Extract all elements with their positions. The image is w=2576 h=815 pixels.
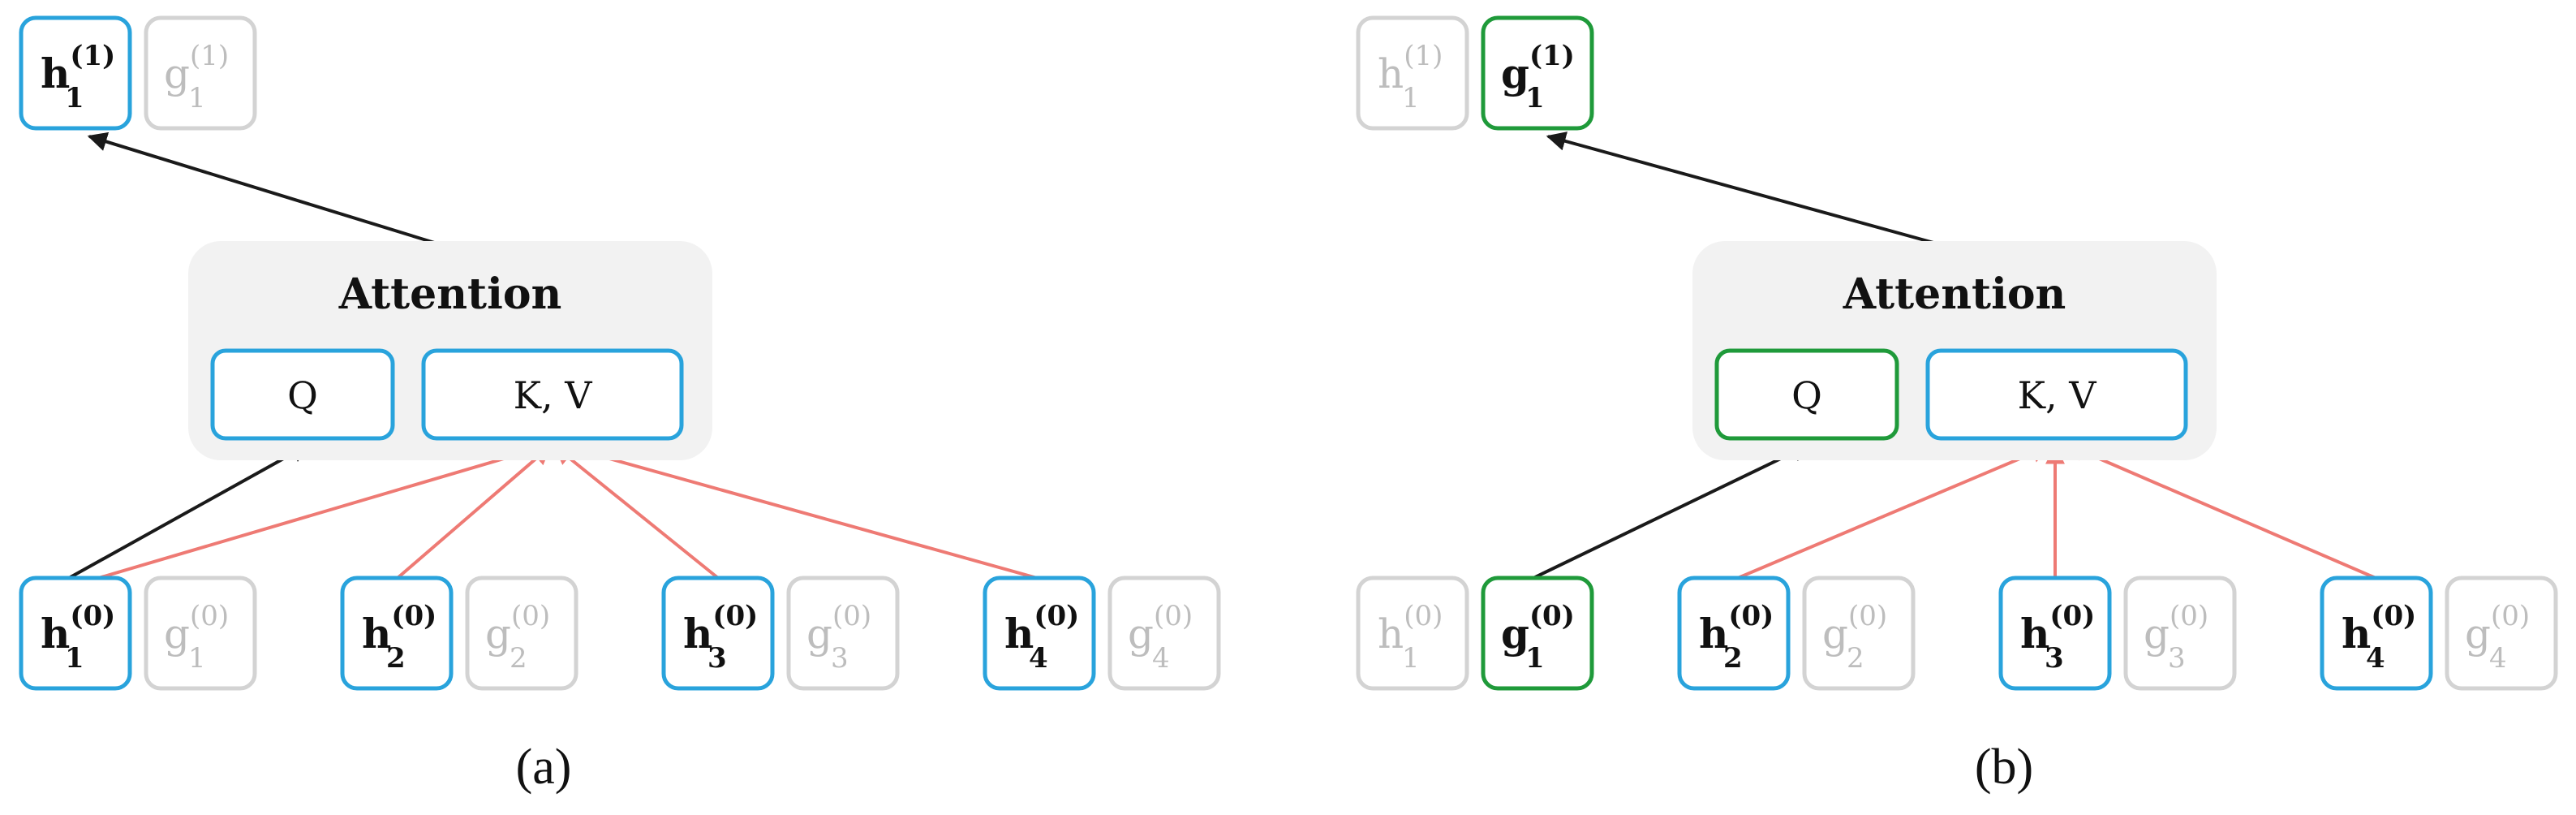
bottom-token-h2-layer0: h(0)2 xyxy=(340,576,454,691)
svg-text:g(0)3: g(0)3 xyxy=(806,600,871,675)
bottom-token-h1-layer0: h(0)1 xyxy=(19,576,132,691)
edge-h4-to-keyvalue-b xyxy=(2065,442,2376,580)
svg-text:h(0)3: h(0)3 xyxy=(683,600,758,675)
bottom-token-g2-layer0-b: g(0)2 xyxy=(1802,576,1916,691)
bottom-token-g3-layer0-b: g(0)3 xyxy=(2123,576,2237,691)
bottom-token-h3-layer0: h(0)3 xyxy=(661,576,775,691)
query-box-b xyxy=(1714,348,1899,441)
edge-h3-to-keyvalue xyxy=(553,445,720,580)
bottom-token-h3-layer0-b: h(0)3 xyxy=(1998,576,2112,691)
panel-label-a: (a) xyxy=(516,740,572,795)
svg-text:h(0)2: h(0)2 xyxy=(362,600,437,675)
svg-text:g(0)4: g(0)4 xyxy=(2465,600,2530,675)
bottom-token-g1-layer0-b: g(0)1 xyxy=(1481,576,1594,691)
svg-text:g(1)1: g(1)1 xyxy=(1501,40,1575,114)
query-box xyxy=(210,348,395,441)
edge-h4-to-keyvalue xyxy=(557,440,1038,580)
svg-text:g(0)3: g(0)3 xyxy=(2144,600,2208,675)
attention-title: Attention xyxy=(338,270,562,319)
attention-title-b: Attention xyxy=(1843,270,2066,319)
svg-text:h(1)1: h(1)1 xyxy=(1378,40,1443,114)
svg-text:g(0)1: g(0)1 xyxy=(164,600,229,675)
bottom-token-h4-layer0: h(0)4 xyxy=(983,576,1096,691)
edge-attention-to-g1-layer1 xyxy=(1546,132,1952,249)
svg-text:g(0)4: g(0)4 xyxy=(1128,600,1193,675)
bottom-token-g4-layer0: g(0)4 xyxy=(1107,576,1221,691)
svg-text:h(0)4: h(0)4 xyxy=(1004,600,1079,675)
panel-a: Attention Q K, V h(1)1 g(1)1 h(0)1 g(0)1… xyxy=(19,15,1221,795)
svg-text:h(0)1: h(0)1 xyxy=(1378,600,1443,675)
edge-h2-to-keyvalue xyxy=(396,445,552,580)
edge-h1-to-query xyxy=(68,443,311,580)
query-label-b: Q xyxy=(1791,373,1822,417)
key-value-label-b: K, V xyxy=(2018,373,2097,417)
edge-h2-to-keyvalue-b xyxy=(1737,444,2051,580)
key-value-label: K, V xyxy=(514,373,593,417)
top-token-h1-layer1-b: h(1)1 xyxy=(1356,15,1469,131)
svg-text:g(0)2: g(0)2 xyxy=(485,600,550,675)
bottom-token-h2-layer0-b: h(0)2 xyxy=(1677,576,1791,691)
bottom-token-g1-layer0: g(0)1 xyxy=(144,576,257,691)
key-value-box-b xyxy=(1925,348,2188,441)
bottom-token-h4-layer0-b: h(0)4 xyxy=(2320,576,2433,691)
bottom-token-g3-layer0: g(0)3 xyxy=(786,576,900,691)
svg-text:h(0)1: h(0)1 xyxy=(41,600,115,675)
svg-text:h(0)2: h(0)2 xyxy=(1699,600,1774,675)
key-value-box xyxy=(421,348,684,441)
edge-attention-to-h1-layer1 xyxy=(87,132,451,249)
edge-h1-to-keyvalue xyxy=(87,442,548,583)
top-token-g1-layer1-b: g(1)1 xyxy=(1481,15,1594,131)
top-token-g1-layer1: g(1)1 xyxy=(144,15,257,131)
top-token-h1-layer1: h(1)1 xyxy=(19,15,132,131)
svg-text:g(0)2: g(0)2 xyxy=(1822,600,1887,675)
edge-g1-to-query xyxy=(1533,443,1812,580)
bottom-token-h1-layer0-b: h(0)1 xyxy=(1356,576,1469,691)
query-label: Q xyxy=(287,373,318,417)
bottom-token-g4-layer0-b: g(0)4 xyxy=(2445,576,2558,691)
svg-text:h(1)1: h(1)1 xyxy=(41,40,115,114)
svg-text:h(0)4: h(0)4 xyxy=(2342,600,2416,675)
svg-text:g(0)1: g(0)1 xyxy=(1501,600,1575,675)
svg-text:h(0)3: h(0)3 xyxy=(2020,600,2095,675)
bottom-token-g2-layer0: g(0)2 xyxy=(465,576,578,691)
panel-label-b: (b) xyxy=(1975,740,2033,795)
svg-text:g(1)1: g(1)1 xyxy=(164,40,229,114)
panel-b: Attention Q K, V h(1)1 g(1)1 h(0)1 g(0)1… xyxy=(1356,15,2558,795)
